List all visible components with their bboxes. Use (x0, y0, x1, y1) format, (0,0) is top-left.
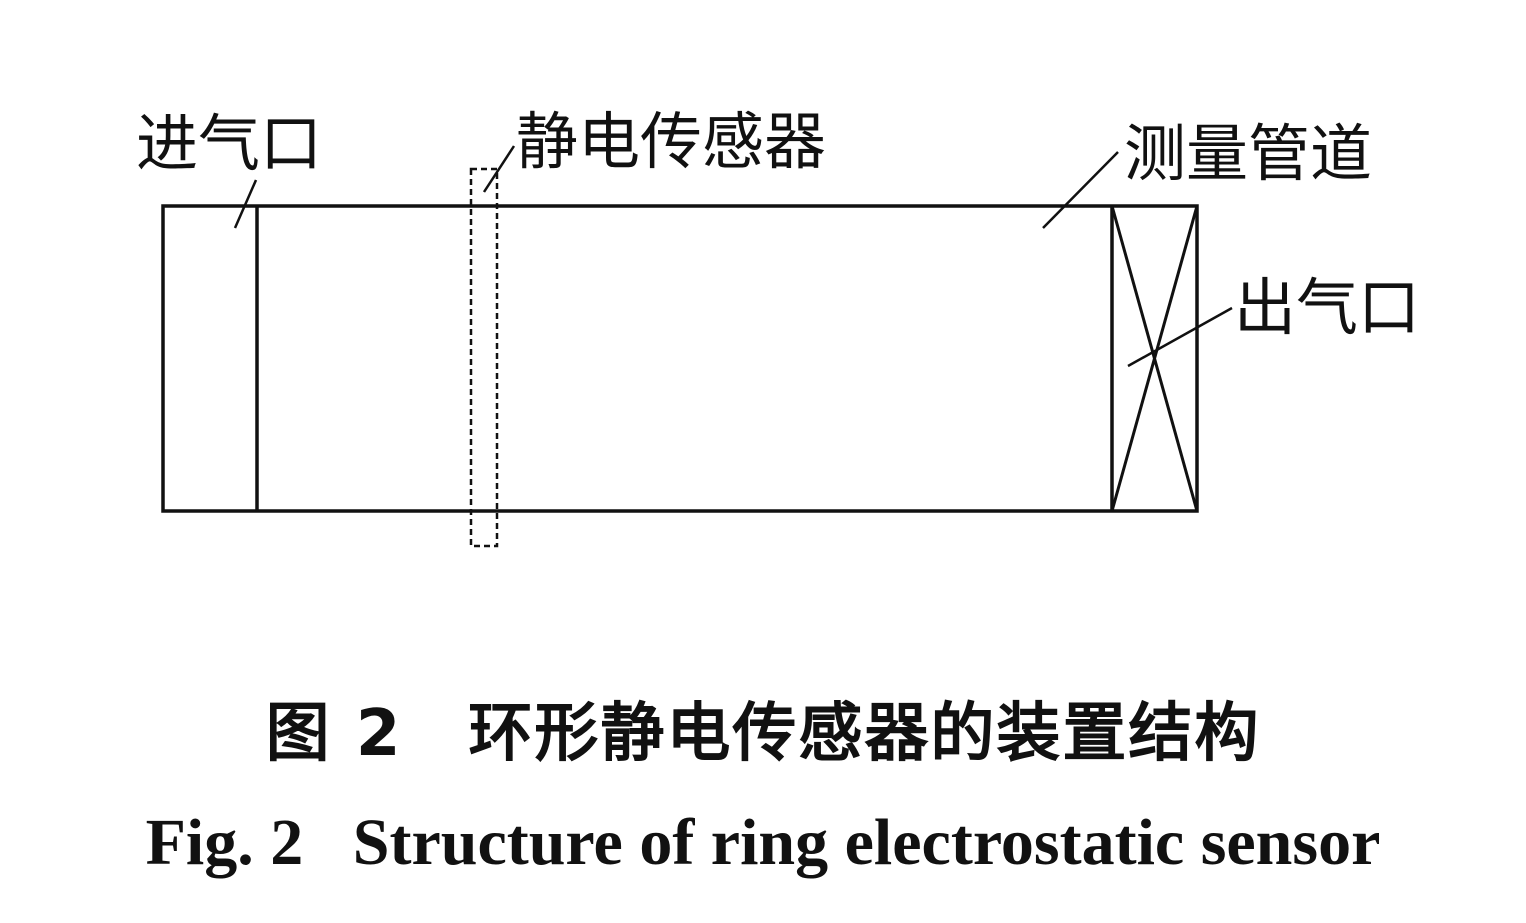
outlet-cross-line-2 (1110, 205, 1199, 512)
pipe-label: 测量管道 (1124, 117, 1372, 190)
sensor-leader-line (482, 145, 516, 193)
pipe-leader-line (1042, 151, 1119, 229)
figure-caption-chinese: 图 2 环形静电传感器的装置结构 (265, 697, 1261, 771)
sensor-label: 静电传感器 (516, 105, 826, 178)
outlet-leader-line (1127, 306, 1233, 368)
figure-caption-english: Fig. 2 Structure of ring electrostatic s… (145, 806, 1381, 879)
ring-sensor-dashed-outline (469, 167, 499, 548)
outlet-label: 出气口 (1234, 271, 1420, 344)
inlet-leader-line (233, 179, 258, 229)
measuring-pipe-outline (161, 204, 1199, 513)
inlet-label: 进气口 (136, 107, 322, 180)
